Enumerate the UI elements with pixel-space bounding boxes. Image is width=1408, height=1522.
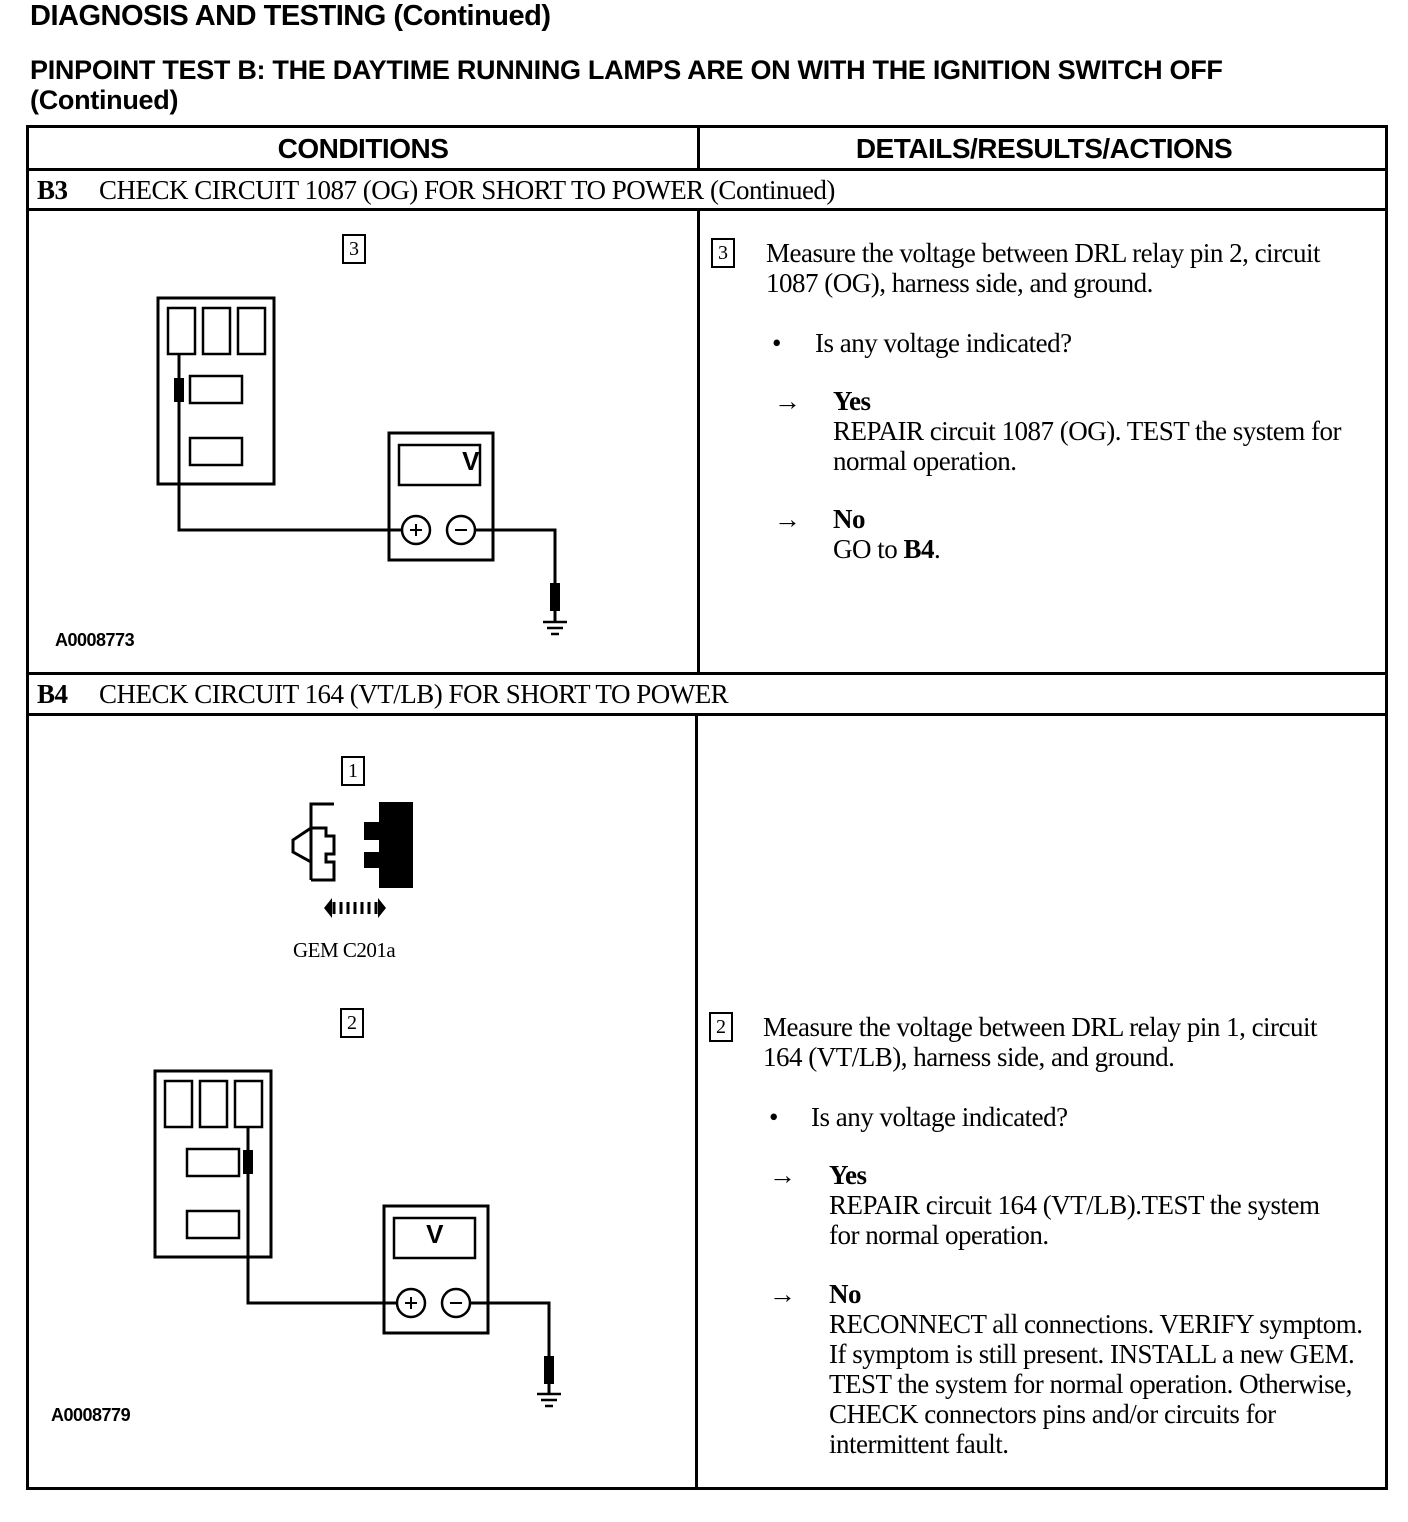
b4-meter-label: V	[426, 1219, 443, 1249]
b4-figure-id: A0008779	[51, 1405, 131, 1425]
row-divider	[29, 168, 1385, 171]
arrow-right-icon: →	[774, 504, 801, 534]
row-divider	[29, 208, 1385, 211]
b4-no-text: RECONNECT all connections. VERIFY sympto…	[829, 1309, 1363, 1459]
b3-instruction: Measure the voltage between DRL relay pi…	[766, 238, 1321, 298]
b4-figure1-step-number: 1	[341, 756, 365, 786]
b3-figure-step-number: 3	[342, 234, 366, 264]
column-divider-header	[697, 128, 700, 168]
b4-instruction: Measure the voltage between DRL relay pi…	[763, 1012, 1318, 1072]
b3-figure-id: A0008773	[55, 630, 135, 650]
arrow-right-icon: →	[769, 1279, 796, 1309]
page-title: DIAGNOSIS AND TESTING (Continued)	[30, 0, 551, 32]
row-divider	[29, 672, 1385, 675]
b3-goto-link[interactable]: B4	[903, 534, 935, 564]
gem-connector-disconnect-icon	[291, 802, 413, 918]
header-details: DETAILS/RESULTS/ACTIONS	[855, 133, 1233, 164]
test-title: PINPOINT TEST B: THE DAYTIME RUNNING LAM…	[30, 55, 1223, 115]
bullet-icon: •	[769, 1102, 778, 1132]
b3-yes-label: Yes	[833, 386, 871, 416]
b3-meter-label: V	[462, 446, 479, 476]
b3-relay-voltmeter-diagram	[156, 296, 567, 636]
arrow-right-icon: →	[769, 1160, 796, 1190]
step-b3-id: B3	[37, 175, 68, 205]
b4-relay-voltmeter-diagram	[153, 1069, 561, 1408]
connector-caption: GEM C201a	[293, 938, 396, 962]
bullet-icon: •	[772, 328, 781, 358]
b3-no-label: No	[833, 504, 866, 534]
row-divider	[29, 713, 1385, 716]
b4-yes-label: Yes	[829, 1160, 867, 1190]
b3-no-text: GO to B4.	[833, 534, 941, 564]
b3-yes-text: REPAIR circuit 1087 (OG). TEST the syste…	[833, 416, 1341, 476]
header-conditions: CONDITIONS	[277, 133, 449, 164]
column-divider-b3	[697, 208, 700, 672]
step-b3-header: B3 CHECK CIRCUIT 1087 (OG) FOR SHORT TO P…	[37, 170, 835, 208]
b4-no-label: No	[829, 1279, 862, 1309]
step-b4-id: B4	[37, 679, 68, 709]
step-b4-header: B4 CHECK CIRCUIT 164 (VT/LB) FOR SHORT TO…	[37, 674, 729, 712]
b4-yes-text: REPAIR circuit 164 (VT/LB).TEST the syst…	[829, 1190, 1320, 1250]
b3-action-number: 3	[711, 238, 735, 268]
b4-question: Is any voltage indicated?	[811, 1102, 1068, 1132]
step-b3-title: CHECK CIRCUIT 1087 (OG) FOR SHORT TO POW…	[99, 175, 835, 205]
arrow-right-icon: →	[774, 386, 801, 416]
b4-action-number: 2	[709, 1012, 733, 1042]
b4-figure2-step-number: 2	[340, 1008, 364, 1038]
b3-question: Is any voltage indicated?	[815, 328, 1072, 358]
column-divider-b4	[695, 713, 698, 1487]
step-b4-title: CHECK CIRCUIT 164 (VT/LB) FOR SHORT TO P…	[99, 679, 729, 709]
